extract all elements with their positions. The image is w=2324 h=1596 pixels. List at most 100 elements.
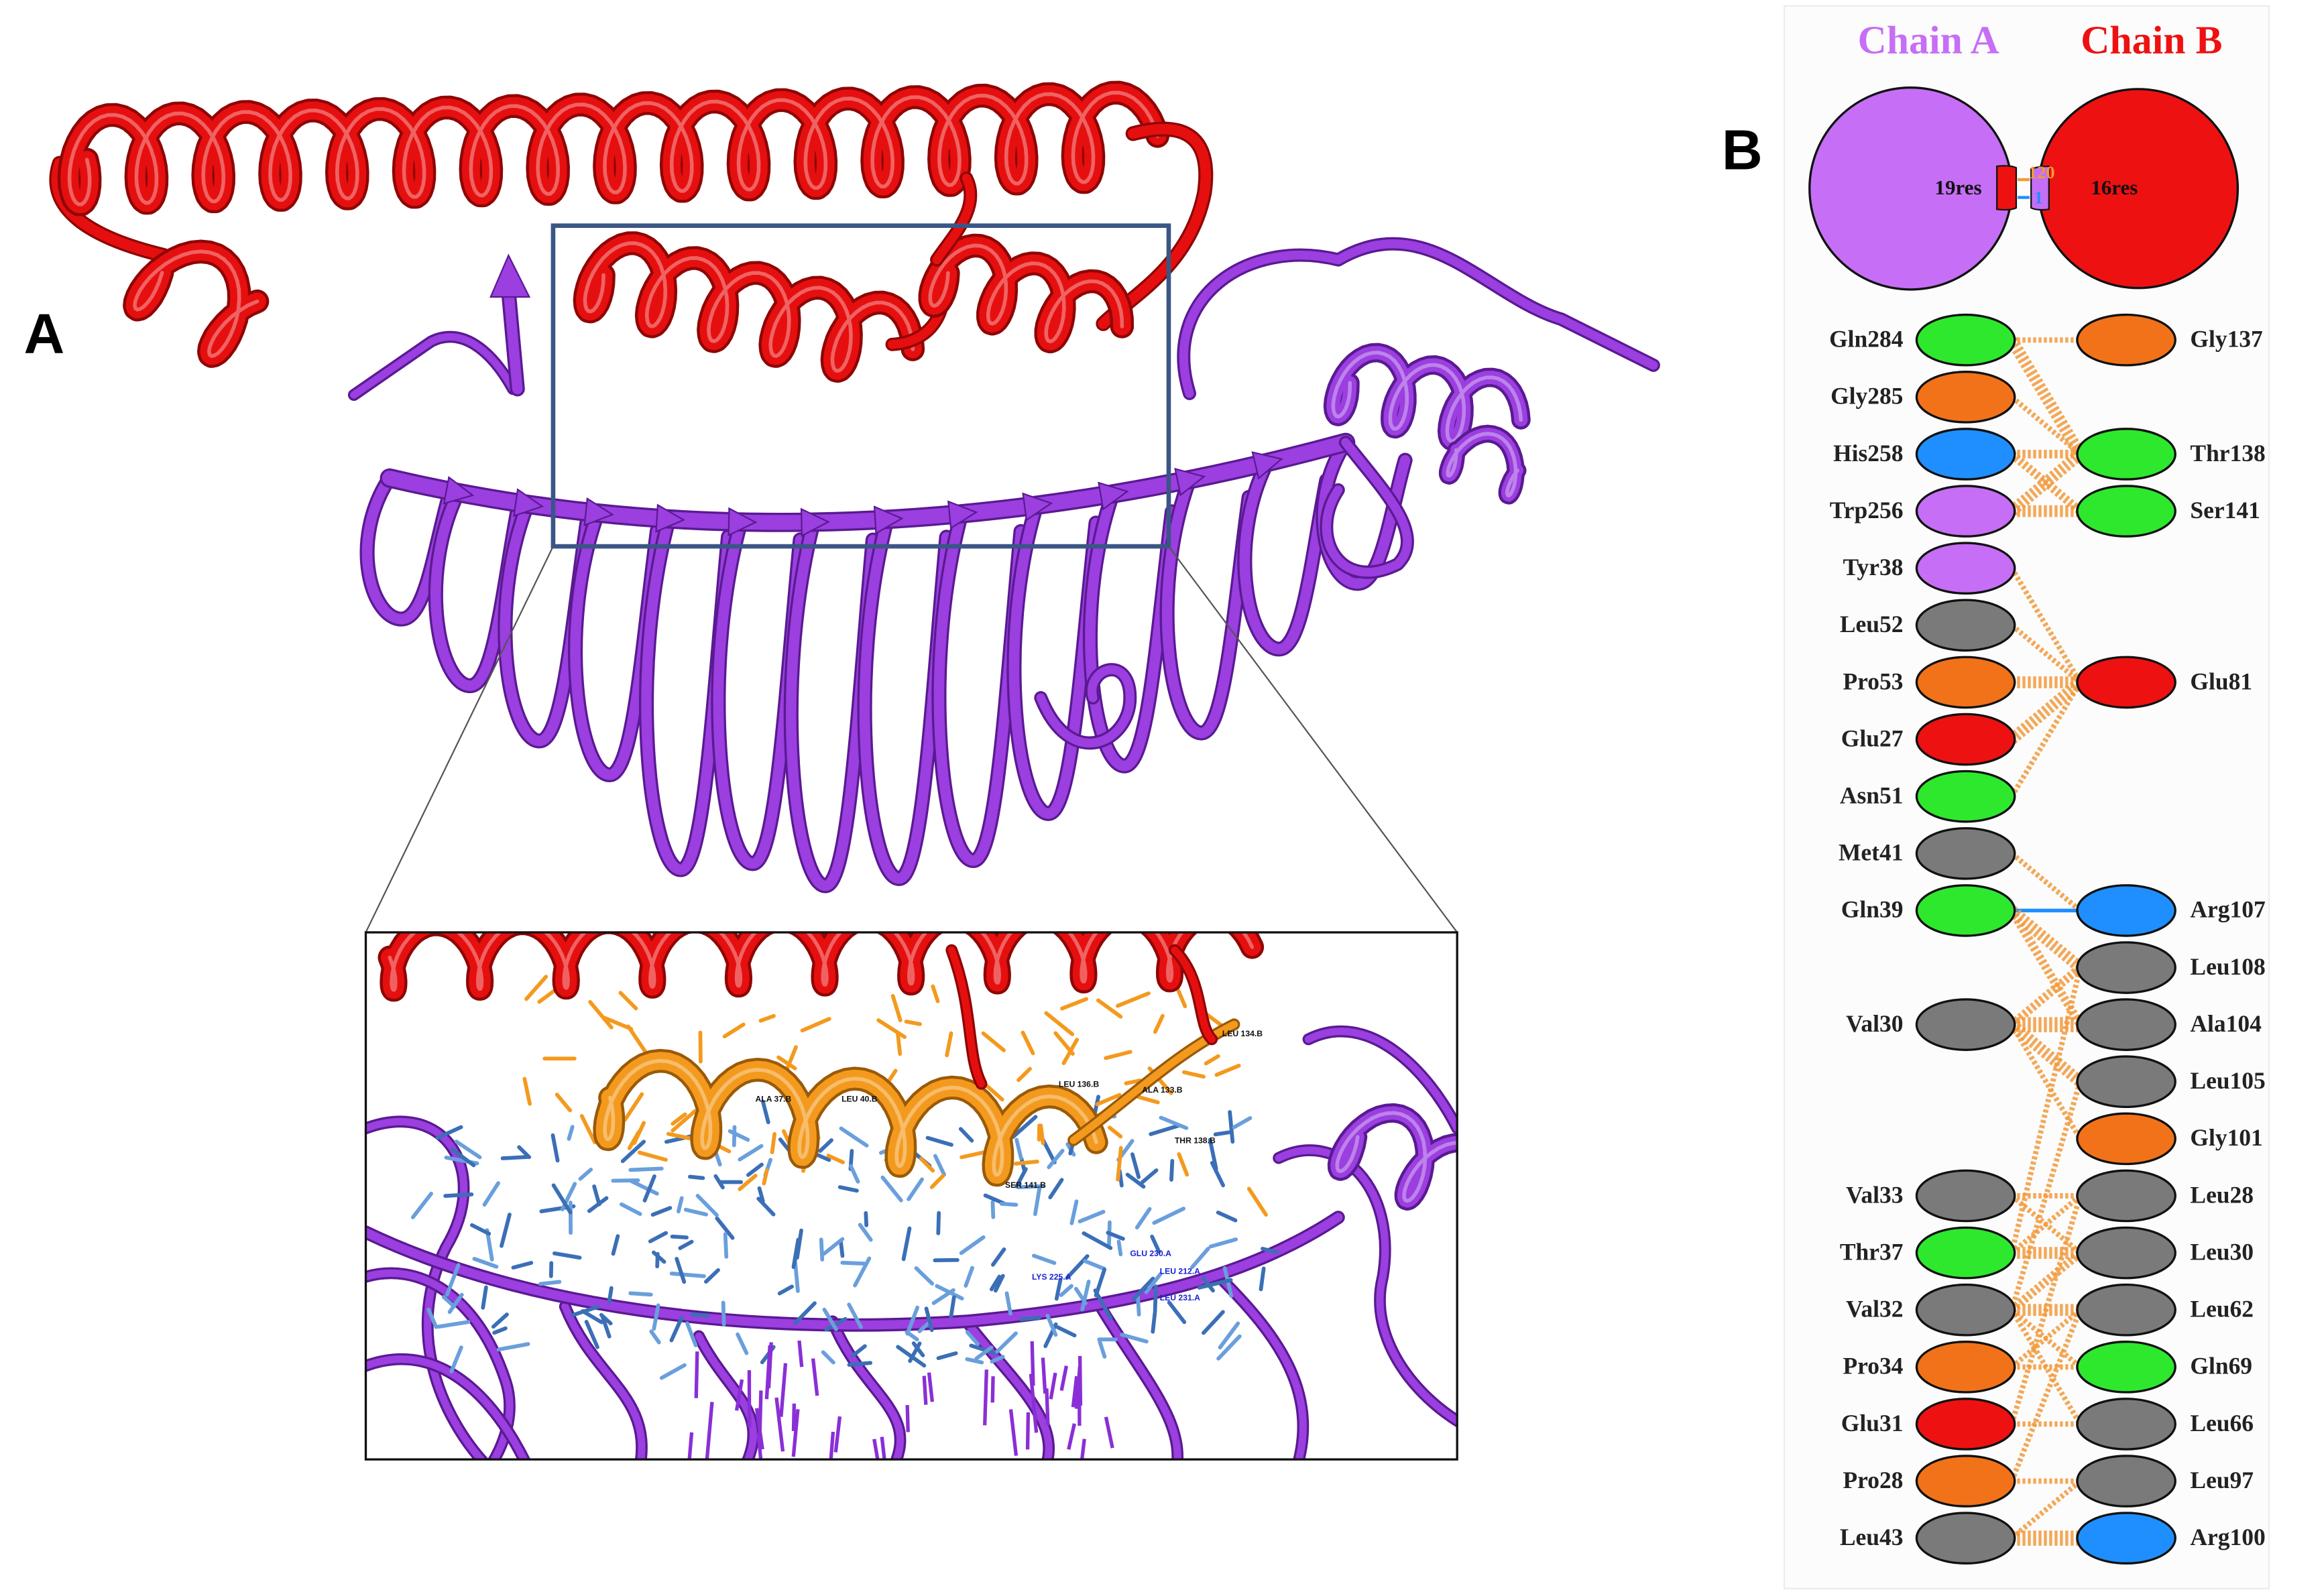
inset-chain-a-stick: [791, 1409, 800, 1457]
chain-a-helix-highlight: [1446, 432, 1519, 498]
zoom-guide-right: [1168, 546, 1458, 933]
nonbonded-link: [2009, 1308, 2083, 1483]
inset-chain-a-stick: [1232, 1116, 1253, 1129]
zoom-guide-left: [365, 546, 554, 933]
inset-residue-label: ALA 37.B: [756, 1094, 792, 1103]
inset-residue-label: SER 141.B: [1005, 1180, 1046, 1190]
inset-chain-b-stick: [776, 1055, 797, 1070]
inset-chain-a-loop: [829, 1317, 904, 1460]
residue-node: [2076, 485, 2176, 538]
residue-gln69: Gln69: [2076, 1341, 2252, 1394]
inset-chain-b-stick: [1181, 1070, 1206, 1079]
inset-chain-b-stick: [1108, 1125, 1123, 1139]
chain-a-helix-body: [1326, 346, 1528, 448]
inset-chain-a-stick: [1216, 1211, 1238, 1223]
chain-b-helix-body: [576, 234, 922, 380]
inset-chain-a-stick: [500, 1213, 512, 1248]
inset-chain-a-stick: [824, 1316, 848, 1332]
inset-chain-a-stick: [818, 1138, 833, 1153]
inset-chain-a-stick: [567, 1125, 575, 1141]
residue-node: [2076, 313, 2176, 367]
inset-chain-a-stick: [1094, 1268, 1107, 1298]
inset-chain-a-stick: [426, 1307, 439, 1329]
inset-residue-label: LEU 134.B: [1222, 1029, 1263, 1038]
residue-node: [1915, 1512, 2016, 1565]
inset-chain-b-stick: [929, 1174, 945, 1189]
inset-chain-a-stick: [683, 1207, 708, 1217]
inset-chain-a-stick: [410, 1191, 433, 1219]
inset-chain-a-stick: [847, 1361, 873, 1367]
chain-b-helix-highlight: [928, 243, 1124, 344]
inset-chain-a-stick: [642, 1174, 656, 1203]
inset-chain-b-stick: [1177, 1152, 1189, 1177]
inset-chain-a-stick: [1208, 1138, 1218, 1171]
inset-chain-b-stick: [1246, 1186, 1268, 1217]
inset-chain-a-stick: [620, 1140, 646, 1164]
residue-label: Gly285: [1831, 383, 1903, 410]
inset-chain-a-stick: [1047, 1148, 1065, 1170]
residue-node: [1915, 770, 2016, 823]
inset-chain-b-stick: [627, 1130, 641, 1150]
residue-label: Leu66: [2190, 1410, 2254, 1436]
residue-pro53: Pro53: [1843, 656, 2016, 709]
residue-node: [2076, 428, 2176, 481]
inset-chain-a-stick: [901, 1226, 912, 1262]
inset-chain-a-stick: [1125, 1172, 1146, 1189]
residue-node: [2076, 1512, 2176, 1565]
inset-chain-b-stick: [1104, 1050, 1132, 1060]
inset-chain-b-stick: [537, 987, 559, 1004]
inset-chain-a-stick: [905, 1405, 910, 1432]
inset-chain-a-stick: [678, 1239, 694, 1250]
inset-chain-a-helix-highlight: [1335, 1111, 1458, 1203]
inset-chain-a-stick: [1098, 1340, 1107, 1359]
inset-chain-b-stick: [579, 1114, 597, 1145]
inset-chain-a-stick: [1049, 1372, 1057, 1400]
inset-chain-a-stick: [797, 1340, 804, 1367]
inset-chain-a-stick: [853, 1256, 872, 1288]
residue-glu31: Glu31: [1841, 1398, 2016, 1451]
residue-leu105: Leu105: [2076, 1055, 2266, 1109]
inset-chain-a-stick: [496, 1342, 530, 1352]
residue-label: Leu108: [2190, 953, 2265, 980]
chain-a-strand-arrow: [728, 507, 758, 537]
residue-node: [1915, 656, 2016, 709]
inset-chain-a-stick: [983, 1193, 1006, 1206]
inset-chain-a-stick: [436, 1320, 471, 1329]
residue-label: Glu81: [2190, 668, 2252, 694]
inset-chain-a-stick: [746, 1162, 764, 1177]
chain-b-residue-count: 16res: [2091, 176, 2138, 199]
inset-chain-a-stick: [1019, 1315, 1041, 1322]
residue-node: [2076, 998, 2176, 1051]
inset-chain-b-interface-helix-body: [595, 1052, 1106, 1184]
chain-b-long-helix-highlight: [67, 90, 1160, 206]
inset-chain-a-stick: [990, 1247, 1006, 1267]
inset-chain-a-stick: [1149, 1123, 1182, 1136]
inset-chain-a-stick: [1025, 1412, 1031, 1450]
nonbonded-link: [2010, 395, 2082, 456]
inset-chain-b-stick: [945, 1031, 953, 1058]
inset-chain-a-stick: [821, 1350, 835, 1365]
inset-chain-b-stick: [876, 1018, 907, 1039]
residue-node: [1915, 1455, 2016, 1508]
chain-a-helix-highlight: [1331, 351, 1523, 444]
inset-chain-a-stick: [1169, 1158, 1175, 1182]
residue-label: Leu97: [2190, 1467, 2254, 1493]
residue-trp256: Trp256: [1830, 485, 2016, 538]
chain-a-strand: [1085, 489, 1177, 772]
residue-thr138: Thr138: [2076, 428, 2266, 481]
inset-chain-a-stick: [1071, 1375, 1079, 1408]
hbond-count: 1: [2034, 187, 2043, 207]
chain-a-loop: [350, 333, 517, 399]
chain-a-strand: [1239, 457, 1332, 655]
inset-chain-a-stick: [989, 1274, 1002, 1292]
inset-chain-b-stick: [637, 1150, 668, 1162]
inset-chain-a-stick: [914, 1266, 935, 1286]
inset-chain-a-stick: [839, 1126, 869, 1148]
nonbonded-link: [2009, 967, 2083, 1254]
residue-label: Tyr38: [1843, 554, 1903, 580]
chain-a-title: Chain A: [1857, 18, 1999, 62]
nonbonded-count: 120: [2028, 162, 2055, 182]
residue-tyr38: Tyr38: [1843, 542, 2016, 595]
inset-chain-a-stick: [837, 1185, 859, 1193]
inset-chain-a-stick: [851, 1344, 867, 1358]
